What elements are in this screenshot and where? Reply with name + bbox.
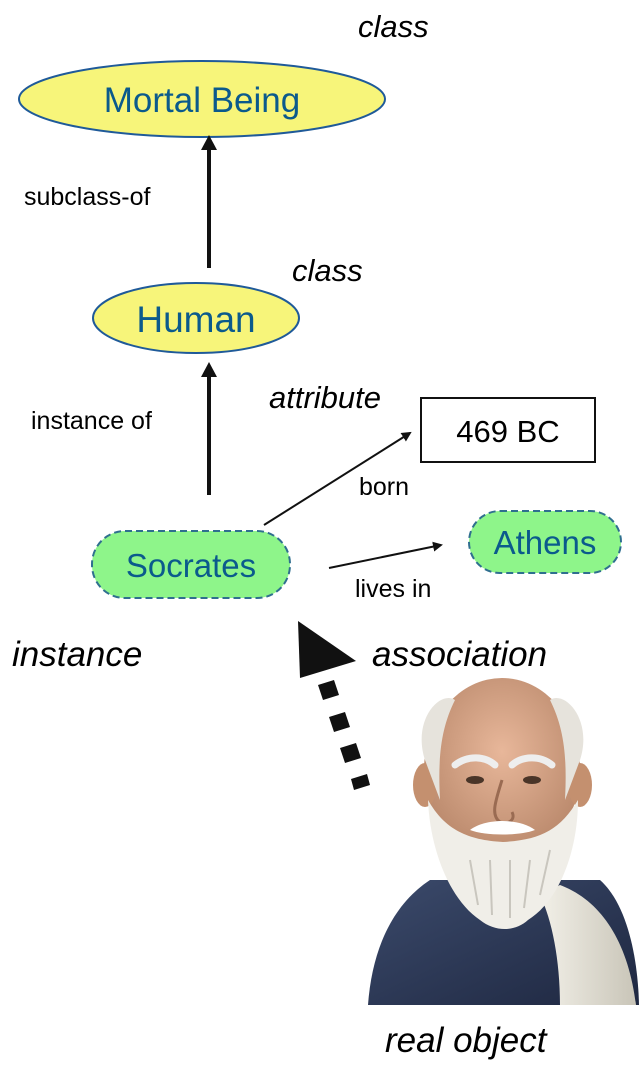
- dash-segment: [340, 743, 361, 763]
- subclass-of-label: subclass-of: [24, 183, 150, 211]
- class-ellipse: [18, 60, 386, 138]
- dash-segment: [329, 712, 350, 732]
- side-hair: [421, 698, 455, 800]
- human-node[interactable]: Human: [92, 282, 300, 354]
- brow: [508, 754, 556, 769]
- dash-segment: [318, 680, 339, 700]
- association-annotation: association: [372, 635, 547, 674]
- beard-strands: [469, 849, 551, 918]
- born-label: born: [359, 473, 409, 501]
- mortal-being-label: Mortal Being: [104, 81, 300, 120]
- mustache: [470, 821, 535, 835]
- eye: [466, 776, 484, 784]
- instance-rounded-rect: [91, 530, 291, 599]
- athens-label: Athens: [494, 524, 597, 561]
- instance-rounded-rect: [468, 510, 622, 574]
- real-object-arrow: [298, 621, 370, 790]
- class-annotation-mid: class: [292, 253, 363, 288]
- beard: [428, 800, 578, 929]
- class-annotation-top: class: [358, 9, 429, 44]
- value-rect: [420, 397, 596, 463]
- mortal-being-node[interactable]: Mortal Being: [18, 60, 386, 138]
- dash-segment: [351, 774, 370, 790]
- born-value-label: 469 BC: [456, 414, 559, 449]
- athens-node[interactable]: Athens: [468, 510, 622, 574]
- head: [424, 678, 580, 862]
- lives-in-label: lives in: [355, 575, 431, 603]
- socrates-portrait-icon: [368, 678, 639, 1005]
- socrates-node[interactable]: Socrates: [91, 530, 291, 599]
- born-arrow: [263, 431, 412, 526]
- brow: [451, 754, 499, 769]
- attribute-annotation: attribute: [269, 380, 381, 415]
- real-object-arrowhead: [298, 621, 356, 678]
- side-hair: [550, 698, 584, 800]
- born-value-box[interactable]: 469 BC: [420, 397, 596, 463]
- human-label: Human: [136, 299, 255, 340]
- instance-of-label: instance of: [31, 407, 152, 435]
- eye: [523, 776, 541, 784]
- subclass-of-arrowhead: [201, 135, 217, 150]
- real-object-annotation: real object: [385, 1021, 548, 1060]
- socrates-label: Socrates: [126, 547, 256, 584]
- instance-of-arrowhead: [201, 362, 217, 377]
- toga-cloth: [540, 885, 636, 1005]
- lives-in-arrow: [328, 541, 443, 569]
- instance-annotation: instance: [12, 635, 142, 674]
- class-ellipse: [92, 282, 300, 354]
